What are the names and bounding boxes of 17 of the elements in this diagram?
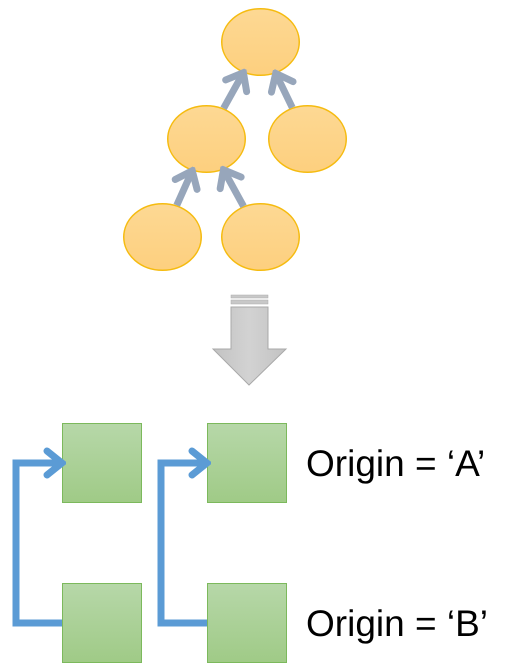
square-node [207, 583, 287, 663]
oval-node [167, 105, 246, 173]
oval-node [268, 105, 347, 173]
arrow [172, 167, 201, 207]
square-node [62, 423, 142, 503]
arrow [220, 69, 250, 110]
origin-label: Origin = ‘B’ [306, 605, 488, 642]
arrow [158, 448, 210, 626]
arrow [216, 166, 247, 208]
arrow [268, 70, 297, 110]
square-node [62, 583, 142, 663]
arrow [12, 448, 66, 626]
square-node [207, 423, 287, 503]
oval-node [221, 203, 300, 271]
oval-node [221, 8, 300, 76]
origin-label: Origin = ‘A’ [306, 445, 486, 482]
oval-node [123, 203, 202, 271]
